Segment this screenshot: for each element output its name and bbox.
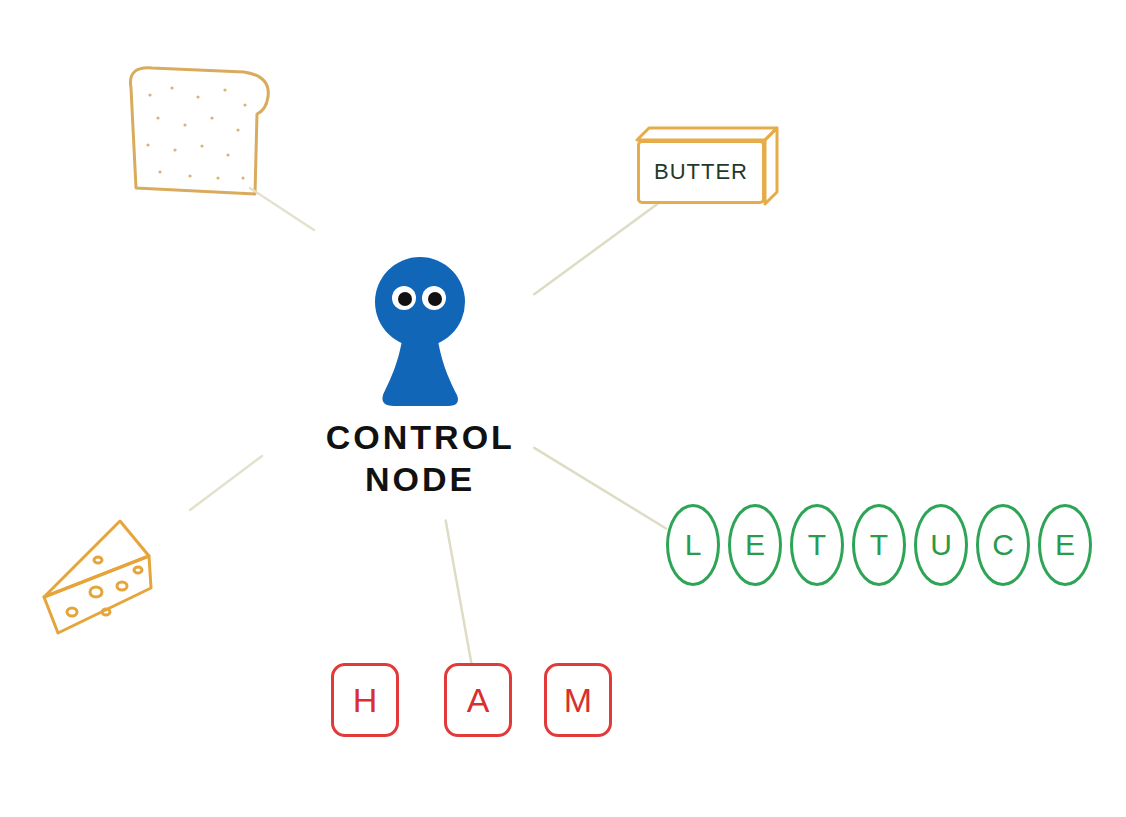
figure-pupil — [428, 292, 442, 306]
bread-dot — [200, 144, 203, 147]
node-label: E — [1055, 528, 1075, 562]
bread-dot — [241, 176, 244, 179]
spoke-line — [534, 204, 657, 294]
bread-leader — [250, 188, 314, 230]
bread-slice — [130, 68, 268, 194]
leader-lines — [190, 188, 314, 510]
letter-tile: H — [331, 663, 399, 737]
cheese-hole — [94, 557, 102, 563]
bread-dot — [236, 128, 239, 131]
cheese-hole — [134, 567, 142, 573]
butter-top-face — [637, 128, 777, 140]
butter-faces — [637, 128, 777, 204]
bread-dot — [226, 153, 229, 156]
cheese-wedge — [44, 521, 151, 633]
bread-dot — [158, 170, 161, 173]
bread-dot — [146, 143, 149, 146]
figure-head — [375, 257, 465, 347]
figure-eye — [392, 286, 416, 310]
letter-oval: T — [852, 504, 906, 586]
bread-dot — [170, 86, 173, 89]
node-label: T — [870, 528, 888, 562]
letter-oval: C — [976, 504, 1030, 586]
letter-oval: E — [728, 504, 782, 586]
node-label: T — [808, 528, 826, 562]
node-label: M — [564, 681, 592, 720]
cheese-hole — [90, 587, 102, 597]
cheese-top — [44, 521, 149, 597]
spoke-line — [446, 521, 472, 664]
cheese-leader — [190, 456, 262, 510]
bread-dot — [243, 103, 246, 106]
letter-oval: L — [666, 504, 720, 586]
bread-dot — [216, 176, 219, 179]
spoke-line — [534, 448, 666, 529]
cheese-hole — [102, 609, 110, 615]
letter-oval: E — [1038, 504, 1092, 586]
letter-tile: A — [444, 663, 512, 737]
node-label: L — [685, 528, 702, 562]
letter-oval: U — [914, 504, 968, 586]
bread-dot — [173, 148, 176, 151]
control-figure — [370, 256, 470, 406]
bread-dot — [223, 88, 226, 91]
figure-pupil — [398, 292, 412, 306]
bread-dot — [188, 174, 191, 177]
letter-tile: M — [544, 663, 612, 737]
node-label: BUTTER — [654, 159, 748, 185]
bread-outline — [130, 68, 268, 194]
figure-eye — [422, 286, 446, 310]
bread-dot — [148, 93, 151, 96]
node-label: E — [745, 528, 765, 562]
bread-dot — [196, 95, 199, 98]
node-label: C — [992, 528, 1014, 562]
butter-side-face — [765, 128, 777, 204]
cheese-hole — [67, 608, 77, 616]
cheese-front — [44, 556, 151, 633]
node-label: U — [930, 528, 952, 562]
node-label: H — [353, 681, 378, 720]
node-title: CONTROL NODE — [326, 416, 514, 501]
bread-crumbs — [146, 86, 246, 179]
control-node: CONTROL NODE — [306, 236, 534, 521]
letter-oval: T — [790, 504, 844, 586]
bread-dot — [210, 116, 213, 119]
butter-box: BUTTER — [637, 140, 765, 204]
node-label: A — [467, 681, 490, 720]
bread-dot — [156, 116, 159, 119]
cheese-hole — [117, 582, 127, 590]
bread-dot — [183, 123, 186, 126]
